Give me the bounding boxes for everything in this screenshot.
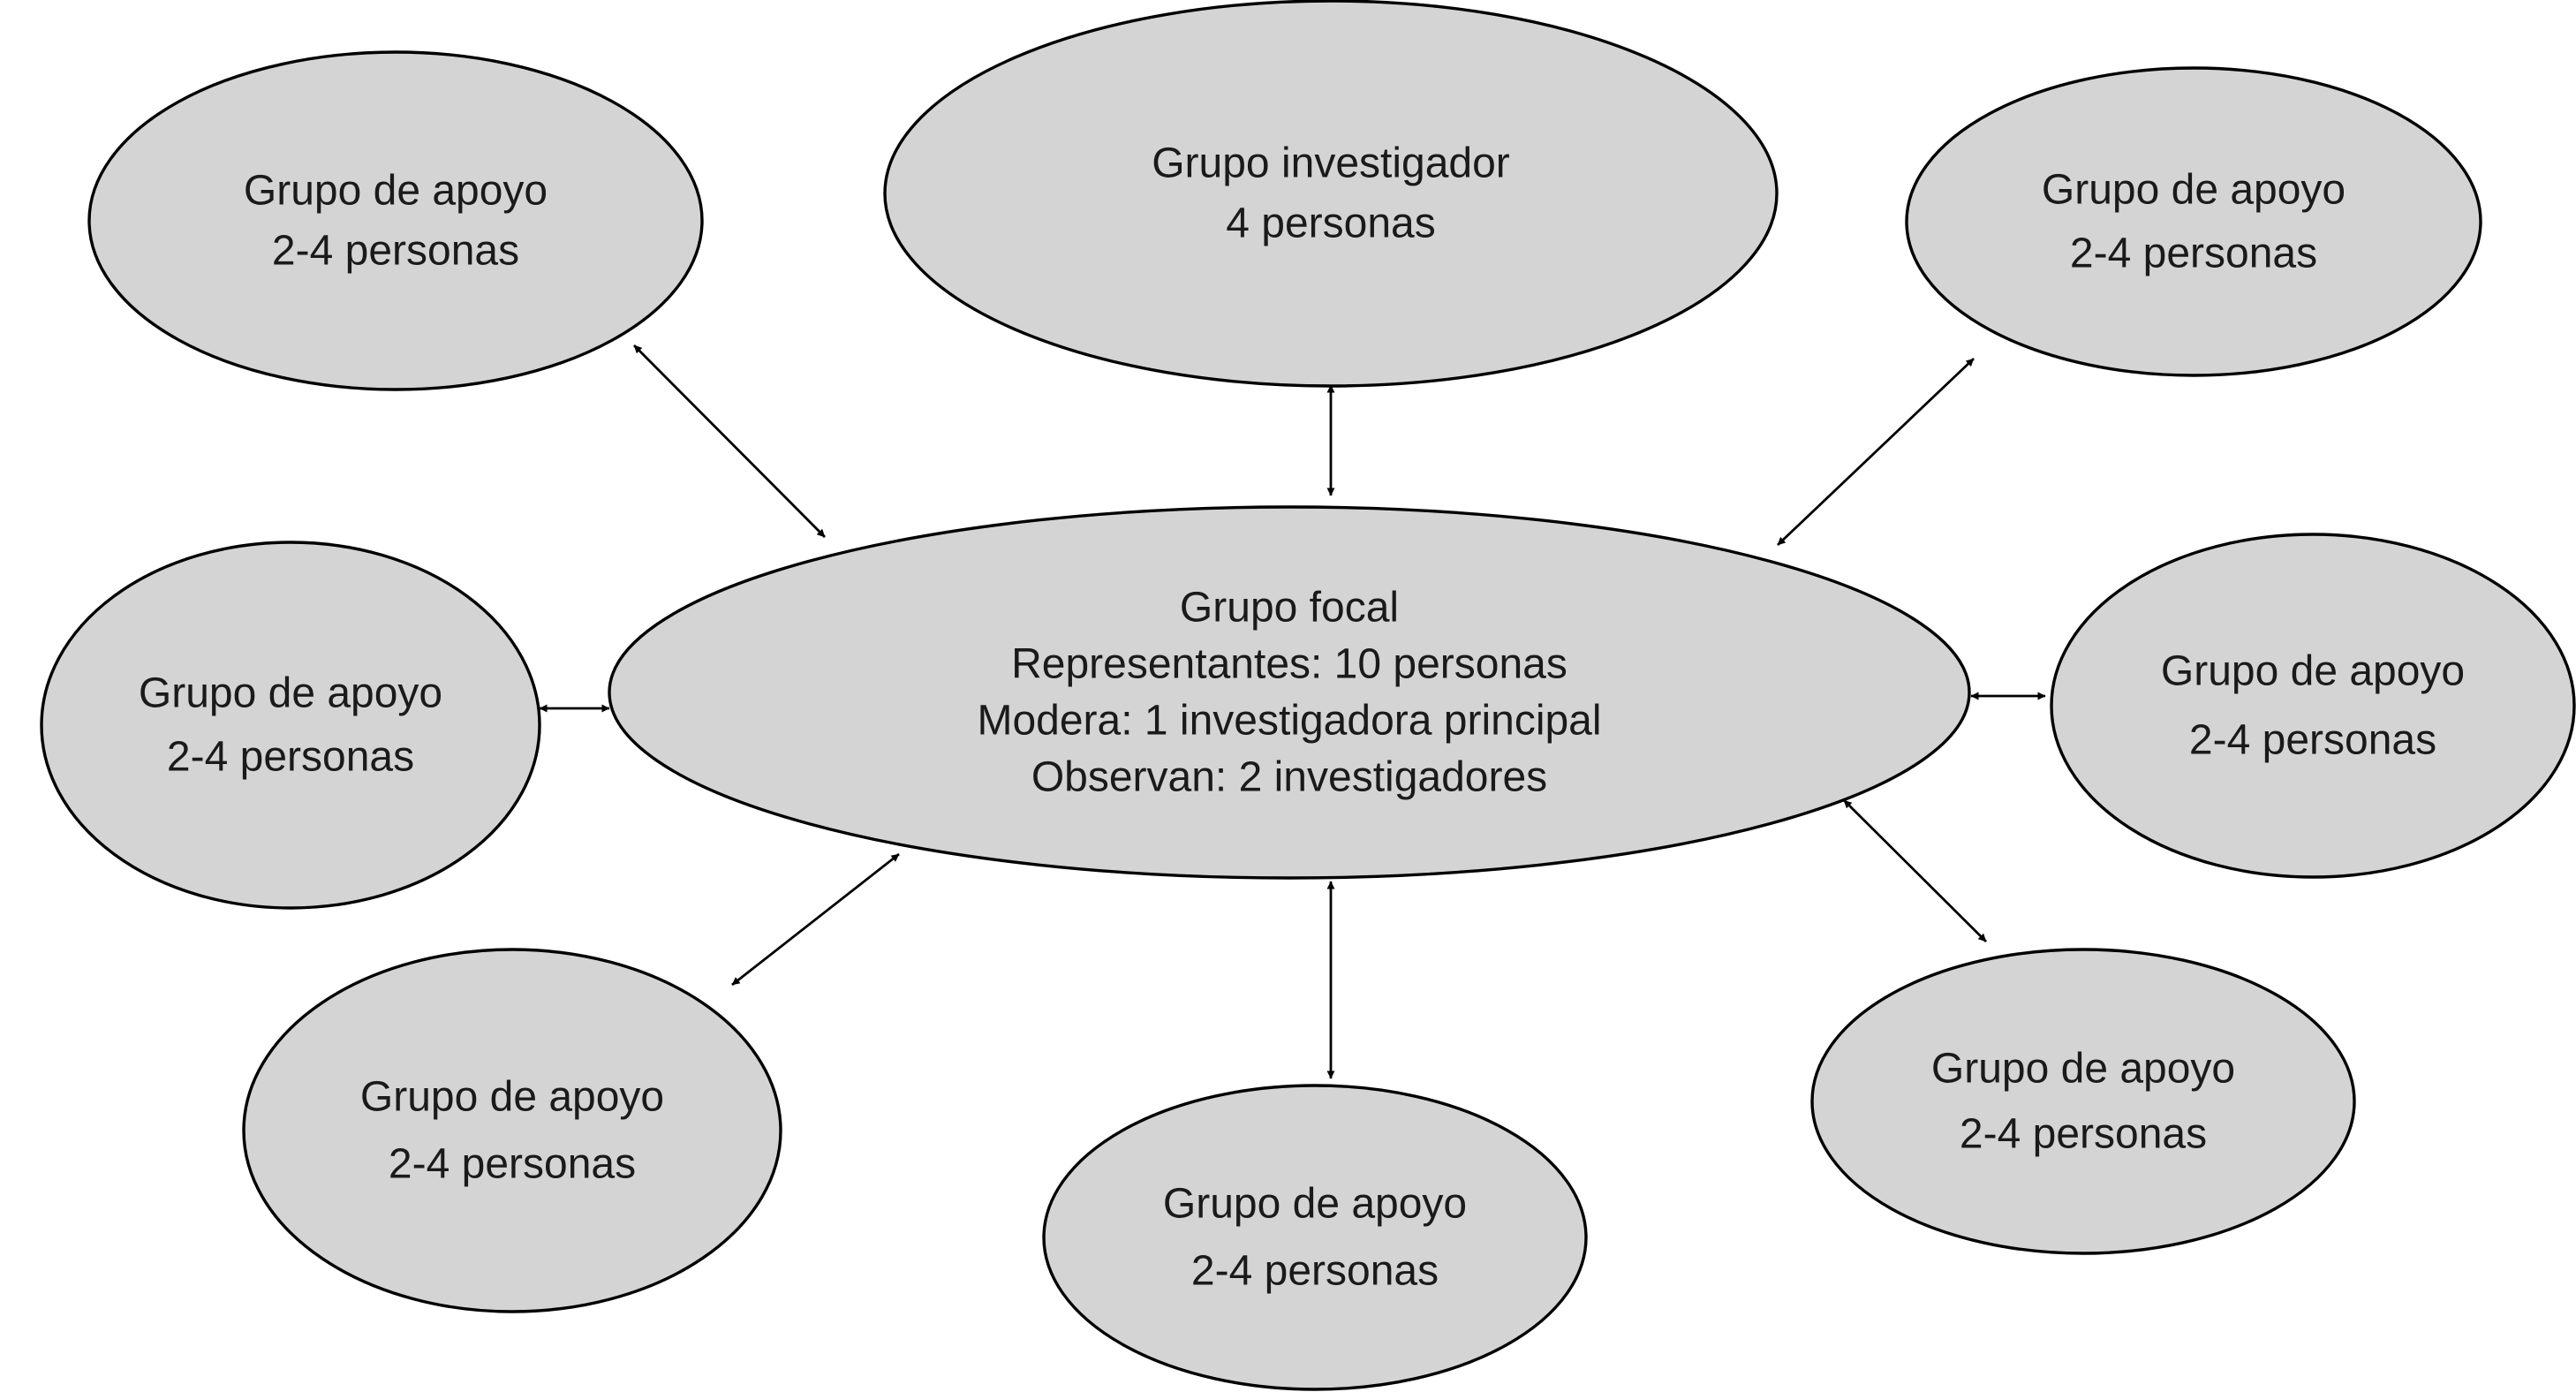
bidirectional-arrow-apoyo-bottom-right [1843, 799, 1987, 942]
node-label-apoyo-bottom-center-line-2: 2-4 personas [1191, 1248, 1439, 1295]
node-label-apoyo-mid-left-line-1: Grupo de apoyo [139, 670, 442, 717]
node-label-grupo-investigador-line-1: Grupo investigador [1152, 140, 1510, 187]
node-label-grupo-focal-line-4: Observan: 2 investigadores [1031, 754, 1547, 801]
node-label-apoyo-top-left-line-1: Grupo de apoyo [244, 168, 548, 215]
node-apoyo-mid-left: Grupo de apoyo 2-4 personas [40, 541, 541, 910]
node-label-apoyo-mid-right-line-1: Grupo de apoyo [2161, 648, 2465, 695]
node-label-apoyo-bottom-left-line-1: Grupo de apoyo [360, 1074, 664, 1121]
node-apoyo-bottom-center: Grupo de apoyo 2-4 personas [1042, 1084, 1588, 1391]
node-apoyo-bottom-right: Grupo de apoyo 2-4 personas [1810, 948, 2356, 1255]
node-label-grupo-investigador-line-2: 4 personas [1226, 200, 1436, 247]
node-apoyo-bottom-left: Grupo de apoyo 2-4 personas [242, 948, 782, 1313]
node-apoyo-top-right: Grupo de apoyo 2-4 personas [1905, 66, 2482, 377]
node-ellipse-apoyo-bottom-center [1042, 1084, 1588, 1391]
node-ellipse-grupo-investigador [883, 0, 1779, 388]
bidirectional-arrow-apoyo-top-left [633, 344, 826, 538]
node-grupo-investigador: Grupo investigador 4 personas [883, 0, 1779, 388]
node-label-apoyo-top-right-line-2: 2-4 personas [2070, 231, 2317, 277]
node-ellipse-apoyo-top-left [87, 50, 704, 391]
node-label-apoyo-mid-right-line-2: 2-4 personas [2189, 717, 2436, 764]
node-label-grupo-focal-line-3: Modera: 1 investigadora principal [977, 698, 1601, 745]
node-ellipse-apoyo-mid-right [2050, 533, 2576, 879]
node-label-grupo-focal-line-2: Representantes: 10 personas [1011, 641, 1568, 688]
bidirectional-arrow-apoyo-bottom-left [731, 852, 900, 987]
node-label-apoyo-mid-left-line-2: 2-4 personas [167, 734, 414, 781]
node-ellipse-apoyo-bottom-right [1810, 948, 2356, 1255]
node-label-apoyo-bottom-left-line-2: 2-4 personas [389, 1141, 636, 1188]
node-ellipse-apoyo-bottom-left [242, 948, 782, 1313]
node-label-apoyo-bottom-center-line-1: Grupo de apoyo [1163, 1181, 1467, 1228]
node-label-apoyo-top-left-line-2: 2-4 personas [272, 228, 519, 275]
bidirectional-arrow-apoyo-top-right [1777, 357, 1975, 547]
node-ellipse-apoyo-top-right [1905, 66, 2482, 377]
node-apoyo-top-left: Grupo de apoyo 2-4 personas [87, 50, 704, 391]
node-ellipse-apoyo-mid-left [40, 541, 541, 910]
node-label-apoyo-bottom-right-line-2: 2-4 personas [1960, 1111, 2207, 1158]
node-apoyo-mid-right: Grupo de apoyo 2-4 personas [2050, 533, 2576, 879]
node-label-grupo-focal-line-1: Grupo focal [1180, 585, 1399, 632]
edges-layer [539, 344, 2046, 1079]
node-label-apoyo-bottom-right-line-1: Grupo de apoyo [1931, 1046, 2235, 1093]
node-ellipse-grupo-focal [608, 505, 1971, 880]
node-label-apoyo-top-right-line-1: Grupo de apoyo [2042, 167, 2346, 214]
